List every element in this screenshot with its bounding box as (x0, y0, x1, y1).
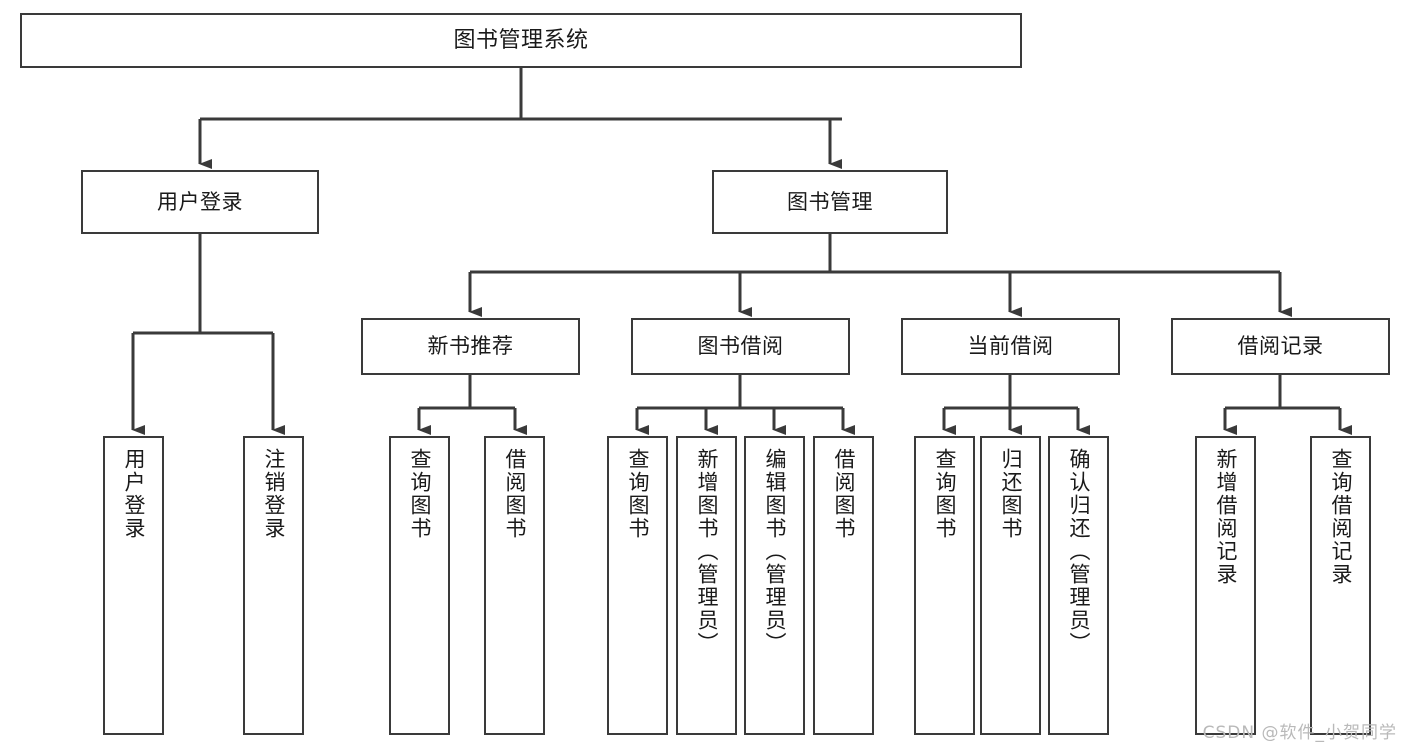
node-leaf-query-book-2-label: 查询图书 (626, 448, 650, 540)
node-leaf-user-login-label: 用户登录 (122, 448, 146, 540)
node-leaf-query-book-2[interactable]: 查询图书 (607, 436, 668, 735)
node-borrow-record-label: 借阅记录 (1237, 334, 1324, 359)
node-leaf-add-book-label: 新增图书（管理员） (695, 448, 719, 655)
node-leaf-query-book-1-label: 查询图书 (408, 448, 432, 540)
node-leaf-borrow-book-1-label: 借阅图书 (503, 448, 527, 540)
node-leaf-borrow-book-2-label: 借阅图书 (832, 448, 856, 540)
node-leaf-return-book[interactable]: 归还图书 (980, 436, 1041, 735)
node-root-label: 图书管理系统 (453, 27, 589, 53)
node-leaf-borrow-book-2[interactable]: 借阅图书 (813, 436, 874, 735)
node-root[interactable]: 图书管理系统 (20, 13, 1022, 68)
node-current-borrow[interactable]: 当前借阅 (901, 318, 1120, 375)
node-leaf-confirm-return[interactable]: 确认归还（管理员） (1048, 436, 1109, 735)
node-book-borrow-label: 图书借阅 (697, 334, 784, 359)
node-leaf-return-book-label: 归还图书 (999, 448, 1023, 540)
watermark: CSDN @软件_小贺同学 (1202, 723, 1397, 743)
node-borrow-record[interactable]: 借阅记录 (1171, 318, 1390, 375)
node-leaf-query-book-3[interactable]: 查询图书 (914, 436, 975, 735)
node-user-login-label: 用户登录 (157, 189, 243, 214)
node-leaf-add-book[interactable]: 新增图书（管理员） (676, 436, 737, 735)
node-leaf-user-logout[interactable]: 注销登录 (243, 436, 304, 735)
node-book-borrow[interactable]: 图书借阅 (631, 318, 850, 375)
node-leaf-user-login[interactable]: 用户登录 (103, 436, 164, 735)
node-leaf-add-record[interactable]: 新增借阅记录 (1195, 436, 1256, 735)
node-book-management[interactable]: 图书管理 (712, 170, 948, 234)
node-leaf-user-logout-label: 注销登录 (262, 448, 286, 540)
node-user-login[interactable]: 用户登录 (81, 170, 319, 234)
node-leaf-add-record-label: 新增借阅记录 (1214, 448, 1238, 586)
node-leaf-confirm-return-label: 确认归还（管理员） (1067, 448, 1091, 655)
node-book-management-label: 图书管理 (787, 189, 873, 214)
node-leaf-query-book-1[interactable]: 查询图书 (389, 436, 450, 735)
node-leaf-edit-book-label: 编辑图书（管理员） (763, 448, 787, 655)
node-new-book-recommend-label: 新书推荐 (427, 334, 514, 359)
node-leaf-borrow-book-1[interactable]: 借阅图书 (484, 436, 545, 735)
node-new-book-recommend[interactable]: 新书推荐 (361, 318, 580, 375)
node-current-borrow-label: 当前借阅 (967, 334, 1054, 359)
node-leaf-query-record-label: 查询借阅记录 (1329, 448, 1353, 586)
node-leaf-query-record[interactable]: 查询借阅记录 (1310, 436, 1371, 735)
node-leaf-query-book-3-label: 查询图书 (933, 448, 957, 540)
node-leaf-edit-book[interactable]: 编辑图书（管理员） (744, 436, 805, 735)
